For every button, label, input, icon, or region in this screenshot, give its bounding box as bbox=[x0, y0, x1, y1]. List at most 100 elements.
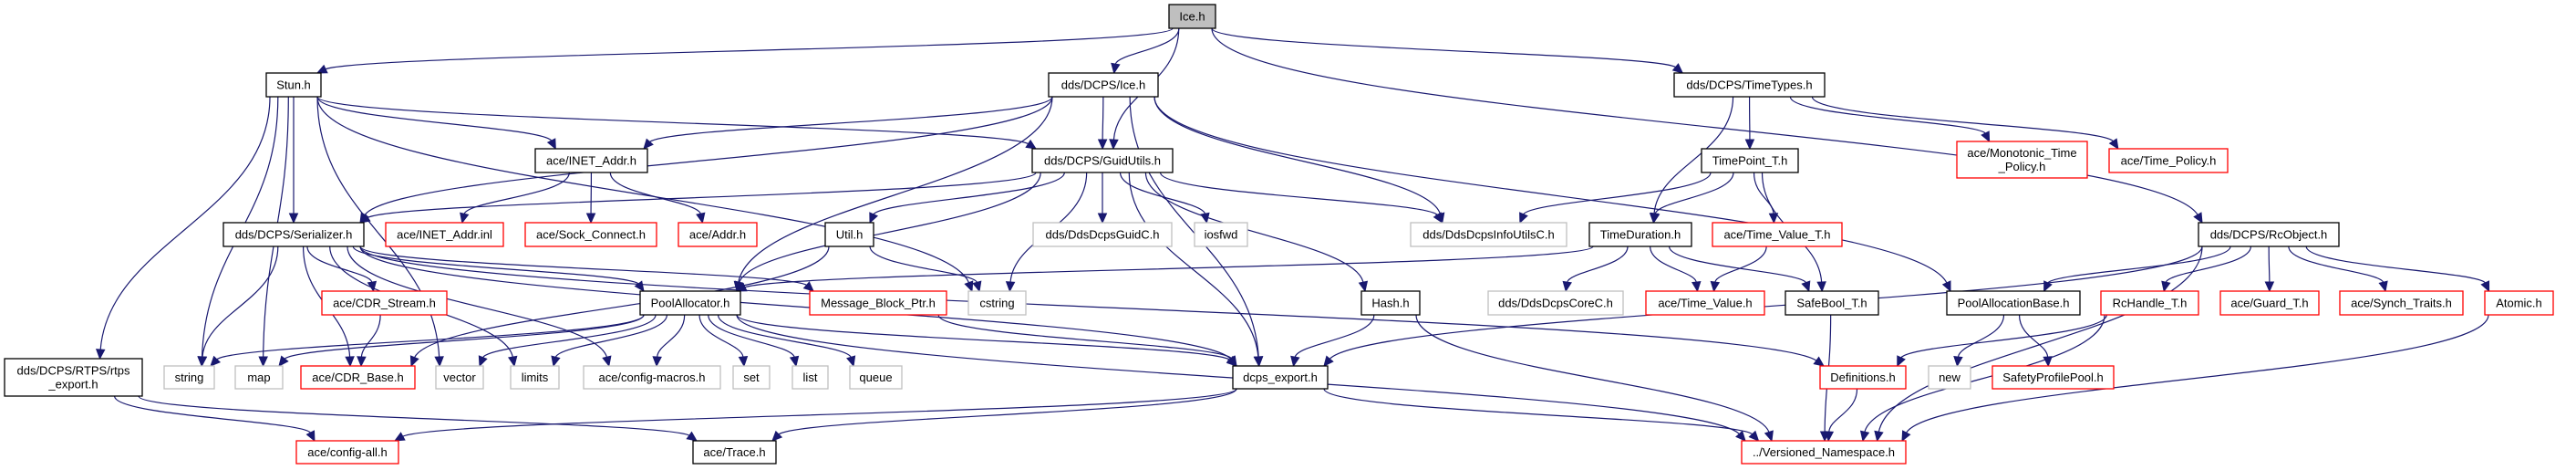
arrowhead-icon bbox=[1801, 280, 1811, 293]
edge-rcobject_h-to-guard_t_h bbox=[2268, 245, 2271, 283]
arrowhead-icon bbox=[1859, 430, 1870, 443]
edge-poolallocator_h-to-set bbox=[698, 314, 744, 358]
node-box bbox=[385, 222, 504, 247]
arrowhead-icon bbox=[409, 355, 419, 368]
edge-serializer_h-to-config_macros_h bbox=[347, 245, 608, 358]
node-timeduration-h[interactable]: TimeDuration.h bbox=[1588, 222, 1692, 247]
arrowhead-icon bbox=[738, 356, 749, 368]
node-label: Hash.h bbox=[1371, 297, 1409, 310]
node-label: SafeBool_T.h bbox=[1796, 297, 1867, 310]
arrowhead-icon bbox=[1901, 430, 1911, 443]
arrowhead-icon bbox=[802, 281, 814, 292]
node-inet-addr-h[interactable]: ace/INET_Addr.h bbox=[534, 148, 648, 173]
node-label: dds/DdsDcpsGuidC.h bbox=[1046, 228, 1160, 242]
node-new: new bbox=[1928, 365, 1971, 390]
node-label: ace/CDR_Base.h bbox=[312, 371, 403, 384]
edge-poolallocationbase_h-to-safetyprofilepool_h bbox=[2018, 314, 2049, 358]
node-hash-h[interactable]: Hash.h bbox=[1360, 290, 1421, 316]
arrowhead-icon bbox=[1764, 430, 1774, 443]
node-dcps-ice-h[interactable]: dds/DCPS/Ice.h bbox=[1048, 72, 1159, 98]
arrowhead-icon bbox=[964, 280, 974, 293]
edge-serializer_h-to-dcps_export_h bbox=[359, 245, 1232, 360]
node-rcobject-h[interactable]: dds/DCPS/RcObject.h bbox=[2198, 222, 2340, 247]
node-label: Ice.h bbox=[1179, 10, 1205, 24]
arrowhead-icon bbox=[358, 213, 371, 224]
edge-guidutils_h-to-hash_h bbox=[1144, 172, 1364, 283]
node-map: map bbox=[234, 365, 284, 390]
node-guard-t-h: ace/Guard_T.h bbox=[2219, 290, 2320, 316]
node-timepoint-h[interactable]: TimePoint_T.h bbox=[1701, 148, 1799, 173]
edge-rchandle_h-to-definitions_h bbox=[1900, 314, 2107, 359]
node-box bbox=[1673, 72, 1826, 98]
node-util-h[interactable]: Util.h bbox=[824, 222, 874, 247]
edge-guidutils_h-to-iosfwd bbox=[1119, 172, 1206, 214]
node-label: ace/config-all.h bbox=[307, 445, 387, 459]
edge-stun_h-to-guidutils_h bbox=[316, 96, 1029, 145]
node-guidutils-h[interactable]: dds/DCPS/GuidUtils.h bbox=[1031, 148, 1174, 173]
node-label: ace/INET_Addr.h bbox=[546, 154, 636, 168]
edge-dcps_export_h-to-versioned_ns_h bbox=[1323, 388, 1754, 435]
arrowhead-icon bbox=[357, 356, 367, 368]
arrowhead-icon bbox=[1650, 212, 1660, 225]
edge-rtps_export_h-to-config_all_h bbox=[113, 395, 311, 433]
edge-dcps_ice_h-to-poolallocationbase_h bbox=[1154, 96, 1948, 284]
node-timetypes-h[interactable]: dds/DCPS/TimeTypes.h bbox=[1673, 72, 1826, 98]
edge-timepoint_h-to-time_value_t_h bbox=[1753, 172, 1774, 214]
edge-dcps_ice_h-to-guidutils_h bbox=[1102, 96, 1104, 141]
edge-hash_h-to-versioned_ns_h bbox=[1415, 314, 1770, 433]
node-rtps-export-h[interactable]: dds/DCPS/RTPS/rtps_export.h bbox=[4, 358, 143, 397]
edge-dcps_ice_h-to-dcps_export_h bbox=[1129, 96, 1259, 358]
arrowhead-icon bbox=[1941, 280, 1951, 293]
node-box bbox=[1819, 365, 1907, 390]
edge-timeduration_h-to-time_value_h bbox=[1650, 245, 1697, 283]
arrowhead-icon bbox=[1519, 212, 1528, 225]
node-atomic-h: Atomic.h bbox=[2484, 290, 2554, 316]
edge-ice_h-to-stun_h bbox=[325, 27, 1174, 70]
node-label: _export.h bbox=[47, 378, 98, 392]
node-box bbox=[1487, 290, 1624, 316]
arrowhead-icon bbox=[1562, 280, 1572, 293]
edge-serializer_h-to-poolallocator_h bbox=[352, 245, 639, 285]
arrowhead-icon bbox=[2264, 281, 2275, 293]
node-label: dds/DCPS/Ice.h bbox=[1061, 78, 1146, 92]
arrowhead-icon bbox=[1981, 131, 1991, 143]
edge-stun_h-to-rtps_export_h bbox=[99, 96, 271, 350]
node-box bbox=[222, 222, 365, 247]
node-box bbox=[1991, 365, 2115, 390]
node-label: map bbox=[247, 371, 270, 384]
node-label: Util.h bbox=[836, 228, 864, 242]
node-box bbox=[732, 365, 771, 390]
node-box bbox=[300, 365, 416, 390]
edge-poolallocationbase_h-to-new bbox=[1957, 314, 2005, 358]
node-ice-h[interactable]: Ice.h bbox=[1168, 4, 1216, 29]
edge-util_h-to-cdr_base_h bbox=[414, 245, 830, 358]
edge-ice_h-to-rcobject_h bbox=[1211, 27, 2198, 215]
edge-guidutils_h-to-poolallocator_h bbox=[739, 172, 1041, 283]
edge-guidutils_h-to-serializer_h bbox=[367, 172, 1037, 218]
arrowhead-icon bbox=[771, 430, 783, 442]
edge-dcps_export_h-to-trace_h bbox=[778, 388, 1237, 435]
edge-serializer_h-to-definitions_h bbox=[359, 245, 1817, 361]
node-dcps-export-h[interactable]: dcps_export.h bbox=[1232, 365, 1329, 390]
node-safebool-h[interactable]: SafeBool_T.h bbox=[1785, 290, 1879, 316]
node-limits: limits bbox=[510, 365, 560, 390]
node-synch-traits-h: ace/Synch_Traits.h bbox=[2339, 290, 2464, 316]
node-corec-h: dds/DdsDcpsCoreC.h bbox=[1487, 290, 1624, 316]
edge-poolallocator_h-to-config_macros_h bbox=[657, 314, 686, 358]
node-serializer-h[interactable]: dds/DCPS/Serializer.h bbox=[222, 222, 365, 247]
edge-ice_h-to-timetypes_h bbox=[1211, 27, 1676, 68]
edge-poolallocator_h-to-map bbox=[284, 314, 645, 360]
node-queue: queue bbox=[849, 365, 903, 390]
node-box bbox=[1031, 148, 1174, 173]
node-poolallocator-h[interactable]: PoolAllocator.h bbox=[639, 290, 741, 316]
arrowhead-icon bbox=[1824, 431, 1835, 443]
arrowhead-icon bbox=[1671, 63, 1684, 74]
node-poolallocationbase-h[interactable]: PoolAllocationBase.h bbox=[1946, 290, 2081, 316]
edge-serializer_h-to-cdr_stream_h bbox=[306, 245, 373, 283]
node-label: list bbox=[803, 371, 818, 384]
node-stun-h[interactable]: Stun.h bbox=[265, 72, 322, 98]
node-trace-h[interactable]: ace/Trace.h bbox=[692, 440, 777, 465]
arrowhead-icon bbox=[686, 431, 698, 442]
node-label: dcps_export.h bbox=[1243, 371, 1318, 384]
node-message-block-ptr-h: Message_Block_Ptr.h bbox=[809, 290, 947, 316]
